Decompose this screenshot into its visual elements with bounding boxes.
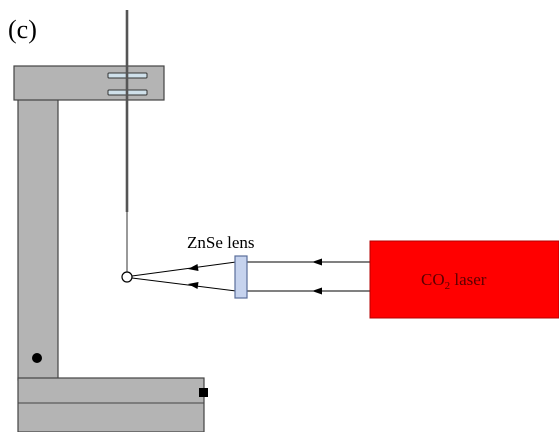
beam-lower-arrow-left [188, 282, 199, 289]
frame-knob [32, 353, 42, 363]
panel-label: (c) [8, 15, 37, 44]
beam-lower-focused [131, 277, 237, 292]
laser-label-co: CO [421, 270, 445, 289]
beam-upper-arrow-left [188, 264, 199, 271]
sample-bead [121, 271, 133, 283]
laser-beams [131, 258, 370, 295]
frame-base-button [199, 388, 208, 397]
beam-upper-arrow-right [312, 258, 322, 266]
znse-lens [234, 255, 248, 299]
laser-label: CO2 laser [421, 270, 487, 292]
beam-upper-focused [131, 261, 237, 277]
frame-base [17, 377, 205, 432]
laser-label-rest: laser [450, 270, 487, 289]
lens-label: ZnSe lens [187, 233, 255, 252]
sample-fiber [121, 10, 133, 283]
co2-laser-box [369, 240, 559, 319]
laser-label-subscript: 2 [445, 280, 451, 292]
frame-vertical-post [17, 97, 59, 381]
beam-lower-arrow-right [312, 287, 322, 295]
support-frame [13, 65, 208, 432]
